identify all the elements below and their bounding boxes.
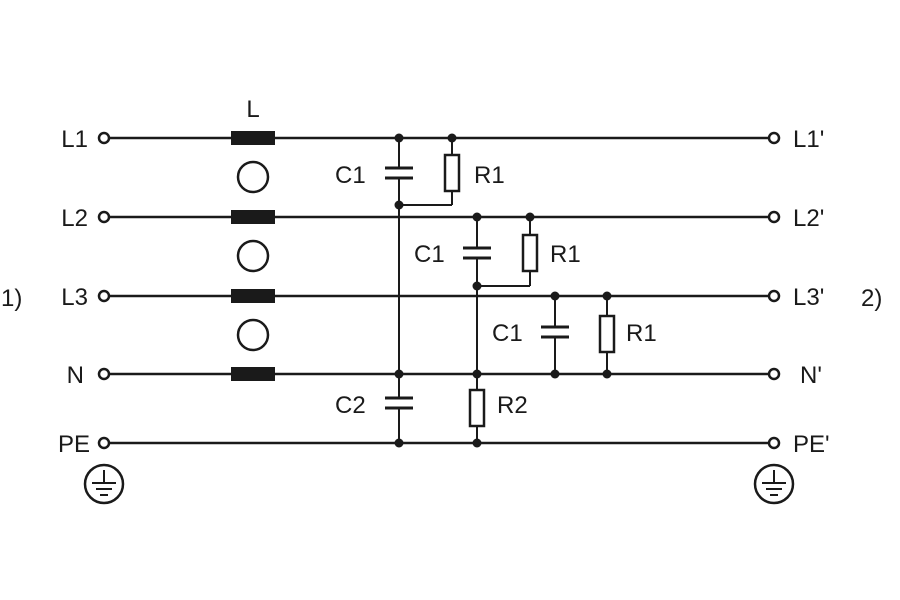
label-l3-out: L3' xyxy=(793,284,824,311)
side-marker-output: 2) xyxy=(861,285,882,312)
terminal-pe-out xyxy=(767,436,781,450)
junction-dot xyxy=(394,133,404,143)
terminal-l1-out xyxy=(767,131,781,145)
label-c2: C2 xyxy=(335,392,366,419)
label-c1: C1 xyxy=(335,162,366,189)
label-n-out: N' xyxy=(800,362,822,389)
terminal-n-out xyxy=(767,367,781,381)
choke-winding-l2 xyxy=(231,210,275,224)
r1-resistor xyxy=(443,153,461,193)
label-n-in: N xyxy=(67,362,84,389)
junction-dot xyxy=(550,369,560,379)
junction-dot xyxy=(472,281,482,291)
terminal-l2-out xyxy=(767,210,781,224)
junction-dot xyxy=(550,291,560,301)
label-inductor: L xyxy=(246,96,259,123)
protective-earth-icon xyxy=(753,463,795,505)
terminal-n-in xyxy=(97,367,111,381)
choke-winding-n xyxy=(231,367,275,381)
label-c1: C1 xyxy=(414,241,445,268)
protective-earth-icon xyxy=(83,463,125,505)
label-pe-out: PE' xyxy=(793,431,830,458)
choke-winding-l1 xyxy=(231,131,275,145)
label-l2-out: L2' xyxy=(793,205,824,232)
r2-resistor xyxy=(468,388,486,428)
junction-dot xyxy=(472,212,482,222)
junction-dot xyxy=(394,200,404,210)
label-l1-out: L1' xyxy=(793,126,824,153)
terminal-l1-in xyxy=(97,131,111,145)
r1-resistor xyxy=(598,314,616,354)
junction-dot xyxy=(472,369,482,379)
junction-dot xyxy=(472,438,482,448)
terminal-pe-in xyxy=(97,436,111,450)
label-r1: R1 xyxy=(626,320,657,347)
junction-dot xyxy=(602,369,612,379)
junction-dot xyxy=(447,133,457,143)
label-pe-in: PE xyxy=(58,431,90,458)
label-l3-in: L3 xyxy=(61,284,88,311)
terminal-l3-out xyxy=(767,289,781,303)
label-l2-in: L2 xyxy=(61,205,88,232)
junction-dot xyxy=(602,291,612,301)
junction-dot xyxy=(394,369,404,379)
junction-dot xyxy=(525,212,535,222)
choke-winding-l3 xyxy=(231,289,275,303)
label-c1: C1 xyxy=(492,320,523,347)
label-r1: R1 xyxy=(550,241,581,268)
choke-core-ring xyxy=(236,160,270,194)
terminal-l3-in xyxy=(97,289,111,303)
choke-core-ring xyxy=(236,239,270,273)
terminal-l2-in xyxy=(97,210,111,224)
label-r1: R1 xyxy=(474,162,505,189)
label-l1-in: L1 xyxy=(61,126,88,153)
junction-dot xyxy=(394,438,404,448)
choke-core-ring xyxy=(236,318,270,352)
r1-resistor xyxy=(521,233,539,273)
label-r2: R2 xyxy=(497,392,528,419)
side-marker-input: 1) xyxy=(1,285,22,312)
